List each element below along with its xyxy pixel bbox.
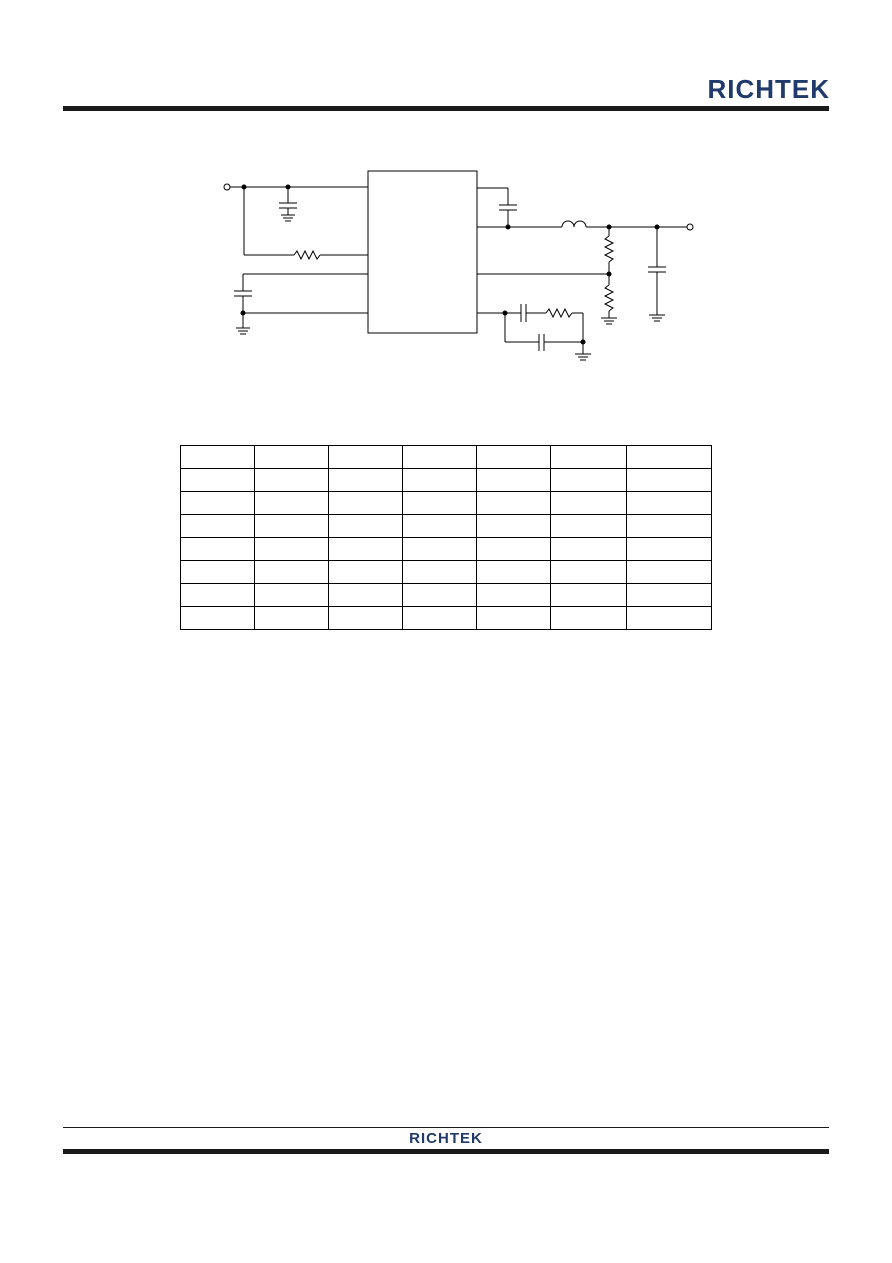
ground-symbol bbox=[649, 314, 665, 322]
table-cell bbox=[476, 514, 551, 538]
table-cell bbox=[626, 468, 712, 492]
table-cell bbox=[328, 560, 403, 584]
table-cell bbox=[402, 445, 477, 469]
table-cell bbox=[402, 583, 477, 607]
vin-terminal bbox=[223, 183, 231, 191]
table-cell bbox=[180, 514, 255, 538]
table-cell bbox=[254, 537, 329, 561]
table-cell bbox=[328, 583, 403, 607]
table-cell bbox=[550, 583, 627, 607]
table-cell bbox=[180, 445, 255, 469]
compensation-capacitor bbox=[520, 304, 527, 322]
output-capacitor bbox=[648, 266, 666, 273]
table-cell bbox=[254, 491, 329, 515]
table-cell bbox=[476, 445, 551, 469]
ground-symbol bbox=[281, 214, 295, 222]
table-cell bbox=[550, 514, 627, 538]
table-cell bbox=[550, 468, 627, 492]
table-cell bbox=[402, 491, 477, 515]
soft-start-capacitor bbox=[234, 290, 252, 297]
table-cell bbox=[626, 537, 712, 561]
vout-terminal bbox=[686, 223, 694, 231]
table-row bbox=[180, 583, 712, 607]
table-cell bbox=[402, 560, 477, 584]
input-capacitor bbox=[279, 187, 297, 215]
table-cell bbox=[476, 468, 551, 492]
table-row bbox=[180, 537, 712, 561]
feedback-resistor-bottom bbox=[603, 284, 615, 312]
table-cell bbox=[180, 560, 255, 584]
table-cell bbox=[476, 537, 551, 561]
table-cell bbox=[328, 445, 403, 469]
table-cell bbox=[180, 537, 255, 561]
table-cell bbox=[254, 583, 329, 607]
footer-rule-thin bbox=[63, 1127, 829, 1128]
ic-body bbox=[367, 170, 478, 334]
table-cell bbox=[626, 560, 712, 584]
compensation-capacitor-parallel bbox=[538, 334, 545, 351]
table-cell bbox=[626, 583, 712, 607]
table-cell bbox=[180, 606, 255, 630]
table-cell bbox=[328, 606, 403, 630]
compensation-resistor bbox=[545, 307, 573, 319]
table-cell bbox=[626, 606, 712, 630]
table-cell bbox=[328, 468, 403, 492]
table-cell bbox=[180, 491, 255, 515]
ground-symbol bbox=[601, 317, 617, 325]
table-cell bbox=[626, 514, 712, 538]
enable-resistor bbox=[293, 249, 321, 261]
footer-rule-thick bbox=[63, 1149, 829, 1154]
richtek-footer-logo: RICHTEK bbox=[409, 1130, 483, 1147]
table-cell bbox=[550, 491, 627, 515]
table-row bbox=[180, 491, 712, 515]
table-row bbox=[180, 468, 712, 492]
table-cell bbox=[626, 445, 712, 469]
application-circuit-diagram bbox=[223, 170, 694, 361]
table-cell bbox=[254, 468, 329, 492]
table-cell bbox=[254, 606, 329, 630]
table-cell bbox=[550, 606, 627, 630]
table-row bbox=[180, 445, 712, 469]
ground-symbol bbox=[575, 353, 591, 361]
table-cell bbox=[550, 560, 627, 584]
table-cell bbox=[476, 583, 551, 607]
table-cell bbox=[402, 468, 477, 492]
header-rule bbox=[63, 106, 829, 111]
table-row bbox=[180, 514, 712, 538]
table-cell bbox=[402, 537, 477, 561]
table-cell bbox=[328, 514, 403, 538]
component-table bbox=[180, 445, 712, 630]
table-cell bbox=[328, 537, 403, 561]
feedback-resistor-top bbox=[603, 235, 615, 263]
table-cell bbox=[476, 560, 551, 584]
table-row bbox=[180, 560, 712, 584]
output-inductor bbox=[561, 220, 587, 228]
table-cell bbox=[476, 491, 551, 515]
table-cell bbox=[626, 491, 712, 515]
ground-symbol bbox=[236, 327, 250, 335]
table-cell bbox=[550, 537, 627, 561]
table-cell bbox=[402, 514, 477, 538]
table-cell bbox=[180, 468, 255, 492]
bootstrap-capacitor bbox=[499, 204, 517, 211]
table-cell bbox=[550, 445, 627, 469]
table-cell bbox=[476, 606, 551, 630]
table-row bbox=[180, 606, 712, 630]
table-cell bbox=[254, 514, 329, 538]
richtek-logo: RICHTEK bbox=[707, 74, 830, 104]
table-cell bbox=[254, 445, 329, 469]
table-cell bbox=[254, 560, 329, 584]
table-cell bbox=[328, 491, 403, 515]
table-cell bbox=[402, 606, 477, 630]
table-cell bbox=[180, 583, 255, 607]
